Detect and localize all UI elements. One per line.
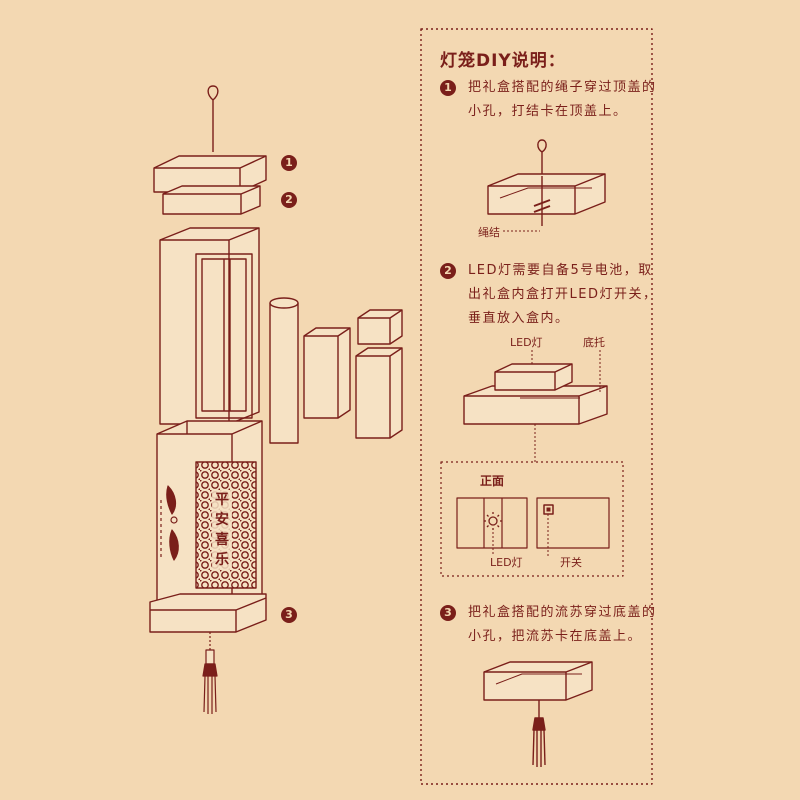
upper-box [159,227,260,425]
led-label: LED灯 [510,336,543,349]
inner-block-1 [303,327,351,419]
step-badge-3: 3 [440,605,456,621]
step3-line1: 把礼盒搭配的流苏穿过底盖的 [468,605,657,620]
part-badge-2: 2 [281,192,297,208]
step3-illustration [483,661,593,767]
step1-line1: 把礼盒搭配的绳子穿过顶盖的 [468,80,657,95]
step2-line3: 垂直放入盒内。 [468,311,570,326]
step3-line2: 小孔，把流苏卡在底盖上。 [468,629,643,644]
step2-line1: LED灯需要自备5号电池，取 [468,263,653,278]
knot-label: 绳结 [478,226,500,239]
switch-label: 开关 [560,556,582,569]
front-view-illustration [456,497,610,556]
koi-decoration [160,485,179,561]
led-front-label: LED灯 [490,556,523,569]
instruction-panel-border [420,28,653,785]
tassel-icon [202,632,218,714]
step2-line2: 出礼盒内盒打开LED灯开关， [468,287,658,302]
step1-illustration [487,139,606,232]
step1-line2: 小孔，打结卡在顶盖上。 [468,104,628,119]
bottom-base [149,593,267,633]
step-badge-2: 2 [440,263,456,279]
step-badge-1: 1 [440,80,456,96]
front-view-box [440,461,624,577]
front-view-title: 正面 [480,474,505,488]
base-label: 底托 [583,336,605,349]
inner-block-3 [355,347,403,439]
lantern-text: 平安喜乐 [212,490,232,570]
page-title: 灯笼DIY说明： [440,51,566,71]
led-cylinder [269,297,299,444]
sun-icon [484,512,502,530]
part-badge-1: 1 [281,155,297,171]
part-badge-3: 3 [281,607,297,623]
step2-illustration [463,350,608,462]
rope-icon [207,85,219,152]
inner-lid [162,185,261,215]
inner-block-2 [357,309,403,345]
